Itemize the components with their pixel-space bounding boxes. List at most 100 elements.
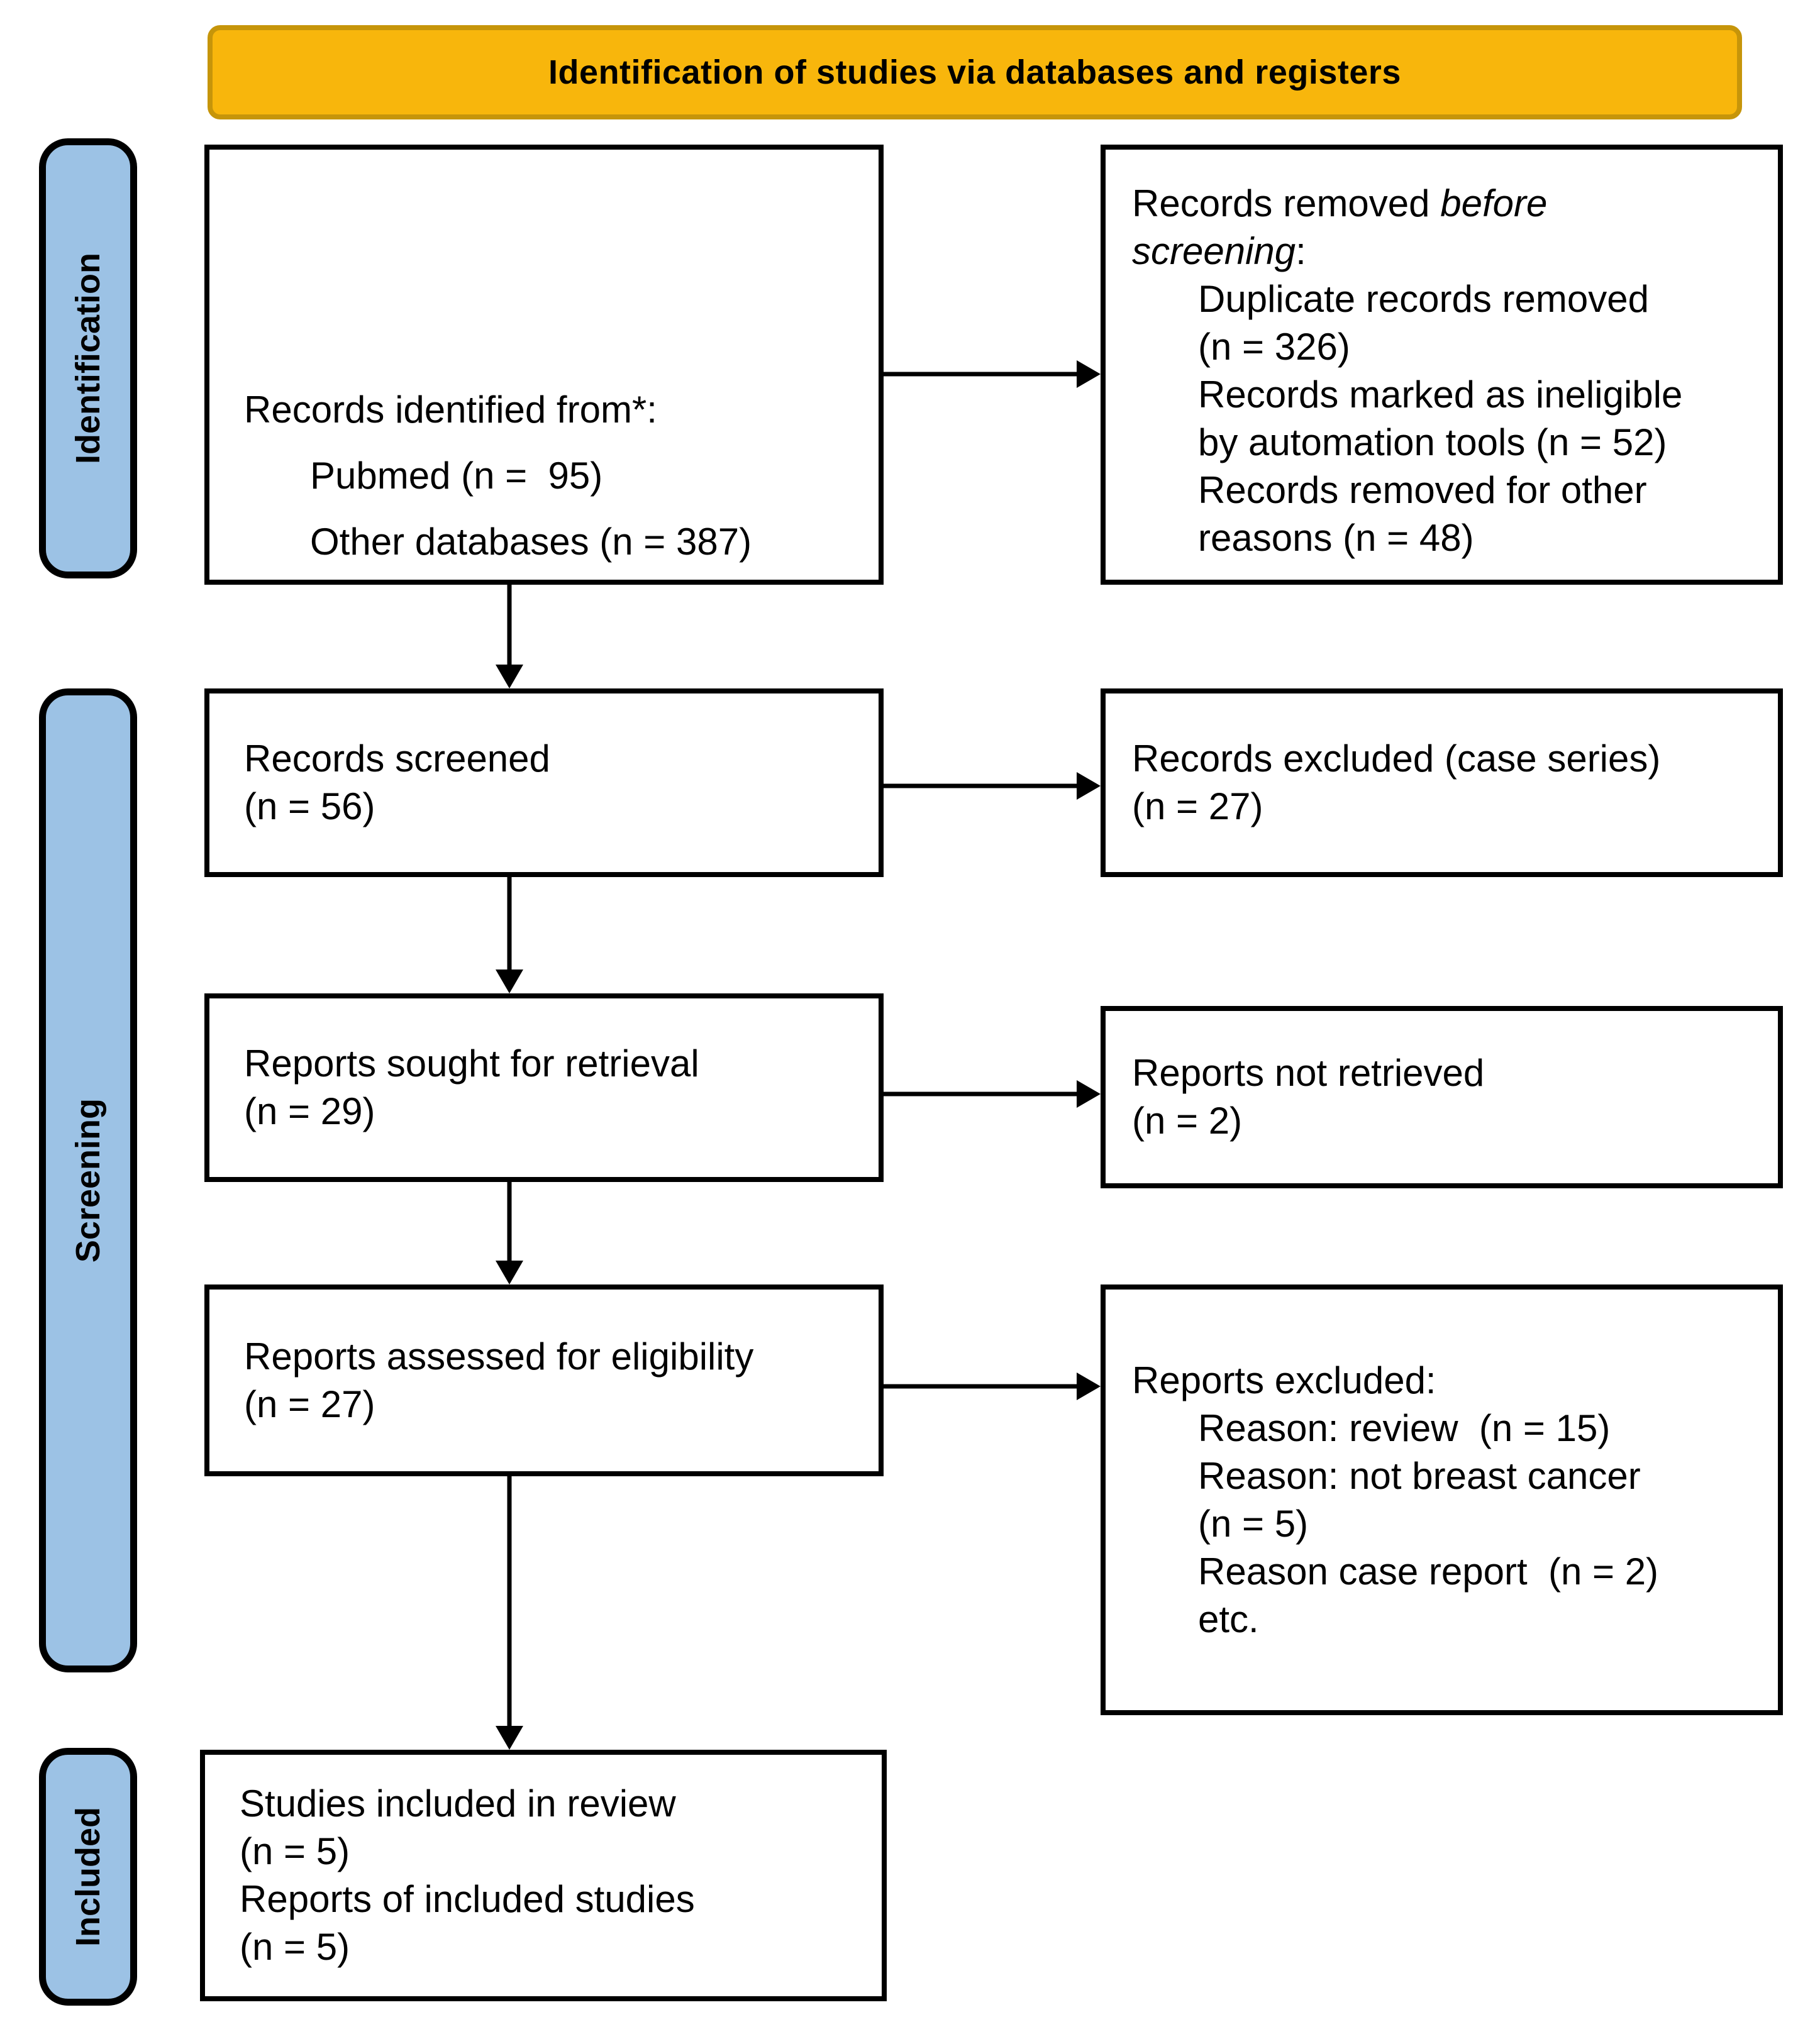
box-records-excluded-case-series: Records excluded (case series)(n = 27) (1101, 688, 1783, 877)
arrow-sought-to-not-retrieved (884, 1080, 1101, 1108)
text-run: reasons (n = 48) (1198, 517, 1474, 559)
text-run: (n = 56) (244, 785, 375, 827)
text-line: Duplicate records removed (1132, 275, 1759, 323)
arrowhead-down-icon (496, 1726, 523, 1750)
box-records-screened: Records screened (n = 56) (204, 688, 884, 877)
text-line: Reports not retrieved (1132, 1049, 1759, 1097)
stage-label-included: Included (69, 1806, 107, 1947)
text-line: (n = 5) (1132, 1500, 1759, 1548)
arrowhead-down-icon (496, 1261, 523, 1284)
text-line: Other databases (n = 387) (244, 509, 860, 575)
text-run: Reports sought for retrieval (244, 1042, 699, 1085)
text-run: Records excluded (case series) (1132, 737, 1661, 780)
arrow-shaft (507, 877, 512, 972)
text-line: Reports sought for retrieval (244, 1040, 860, 1088)
box-reports-assessed-for-eligibility: Reports assessed for eligibility (n = 27) (204, 1284, 884, 1476)
box-reports-sought-for-retrieval: Reports sought for retrieval (n = 29) (204, 993, 884, 1182)
text-run: Reports assessed for eligibility (244, 1335, 754, 1378)
text-line: (n = 27) (244, 1381, 860, 1428)
stage-bar-screening: Screening (39, 688, 137, 1672)
text-run: (n = 2) (1132, 1100, 1243, 1142)
text-line: (n = 5) (240, 1828, 863, 1876)
text-run: etc. (1198, 1598, 1259, 1640)
arrow-sought-to-assessed (496, 1182, 523, 1284)
arrow-shaft (507, 1182, 512, 1263)
arrow-shaft (507, 585, 512, 667)
text-line: Reason: not breast cancer (1132, 1452, 1759, 1500)
text-run: Records identified from*: (244, 389, 657, 431)
text-run: Records screened (244, 737, 550, 780)
text-run: (n = 27) (244, 1383, 375, 1425)
text-line: Records marked as ineligible (1132, 371, 1759, 419)
text-line: reasons (n = 48) (1132, 514, 1759, 562)
text-line: Reports of included studies (240, 1876, 863, 1923)
arrow-shaft (884, 783, 1079, 788)
arrow-shaft (507, 1476, 512, 1728)
arrowhead-right-icon (1077, 360, 1101, 388)
text-line: Records excluded (case series) (1132, 735, 1759, 783)
text-run: Reason: not breast cancer (1198, 1454, 1641, 1497)
arrow-shaft (884, 1384, 1079, 1389)
text-run: : (1296, 230, 1306, 272)
text-run: Duplicate records removed (1198, 278, 1649, 320)
text-run: Records removed for other (1198, 469, 1647, 511)
text-line: Records removed before (1132, 180, 1759, 228)
arrow-screened-to-sought (496, 877, 523, 993)
text-line: Reason case report (n = 2) (1132, 1548, 1759, 1596)
text-line: (n = 27) (1132, 783, 1759, 831)
arrow-screened-to-excluded (884, 772, 1101, 800)
text-run: before (1440, 182, 1548, 224)
text-run: Records removed (1132, 182, 1441, 224)
text-run: Records marked as ineligible (1198, 373, 1683, 416)
text-line: Reports assessed for eligibility (244, 1333, 860, 1381)
text-run: by automation tools (n = 52) (1198, 421, 1667, 463)
text-line: Studies included in review (240, 1780, 863, 1828)
stage-label-screening: Screening (69, 1098, 107, 1263)
text-line: (n = 326) (1132, 323, 1759, 371)
arrow-identified-to-removed (884, 360, 1101, 388)
text-line: (n = 2) (1132, 1097, 1759, 1145)
text-run: (n = 5) (240, 1830, 350, 1872)
text-run: Reports not retrieved (1132, 1052, 1485, 1094)
text-line: Reason: review (n = 15) (1132, 1405, 1759, 1452)
arrow-identified-to-screened (496, 585, 523, 688)
text-line: Records screened (244, 735, 860, 783)
text-line: (n = 29) (244, 1088, 860, 1135)
text-line: Pubmed (n = 95) (244, 443, 860, 509)
text-run: (n = 326) (1198, 326, 1350, 368)
text-line: screening: (1132, 228, 1759, 275)
box-reports-not-retrieved: Reports not retrieved (n = 2) (1101, 1006, 1783, 1188)
stage-bar-included: Included (39, 1748, 137, 2006)
arrowhead-down-icon (496, 665, 523, 688)
arrowhead-right-icon (1077, 1080, 1101, 1108)
arrowhead-right-icon (1077, 1373, 1101, 1400)
arrowhead-down-icon (496, 970, 523, 993)
box-studies-included-in-review: Studies included in review(n = 5)Reports… (200, 1750, 887, 2001)
text-line: etc. (1132, 1596, 1759, 1643)
banner-title: Identification of studies via databases … (208, 25, 1742, 119)
box-records-identified: Records identified from*: Pubmed (n = 95)… (204, 145, 884, 585)
stage-bar-identification: Identification (39, 138, 137, 578)
text-line: (n = 5) (240, 1923, 863, 1971)
arrow-assessed-to-included (496, 1476, 523, 1750)
text-run: screening (1132, 230, 1296, 272)
text-run: Reason case report (n = 2) (1198, 1550, 1659, 1593)
arrow-shaft (884, 372, 1079, 377)
stage-label-identification: Identification (69, 253, 107, 464)
text-run: (n = 5) (240, 1926, 350, 1968)
text-run: Reports excluded: (1132, 1359, 1436, 1401)
text-run: Other databases (n = 387) (310, 521, 752, 563)
text-line: by automation tools (n = 52) (1132, 419, 1759, 467)
arrow-assessed-to-excluded (884, 1373, 1101, 1400)
text-run: (n = 5) (1198, 1502, 1309, 1545)
text-line: Reports excluded: (1132, 1357, 1759, 1405)
banner-title-text: Identification of studies via databases … (548, 53, 1401, 91)
box-reports-excluded: Reports excluded:Reason: review (n = 15)… (1101, 1284, 1783, 1715)
text-run: Reports of included studies (240, 1878, 695, 1920)
text-run: (n = 29) (244, 1090, 375, 1132)
text-run: Pubmed (n = 95) (310, 455, 603, 497)
text-line: Records removed for other (1132, 467, 1759, 514)
text-line: (n = 56) (244, 783, 860, 831)
